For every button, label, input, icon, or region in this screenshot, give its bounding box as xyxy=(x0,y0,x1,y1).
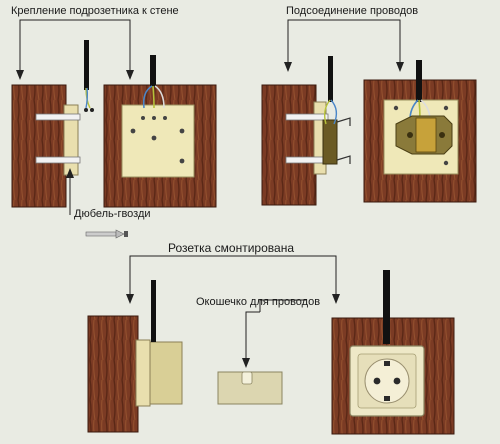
arrow-down-icon xyxy=(242,358,250,368)
cable xyxy=(383,270,390,344)
panel-wire-connection xyxy=(261,19,477,206)
socket-face xyxy=(364,358,410,404)
socket-hole xyxy=(393,377,401,385)
wall-section xyxy=(261,84,317,206)
dowel-nail xyxy=(35,156,81,164)
wire-yellow-green xyxy=(152,85,155,109)
box-profile xyxy=(135,339,151,407)
socket-cover-side xyxy=(149,341,183,405)
screw-hole xyxy=(393,105,399,111)
mechanism-side xyxy=(322,119,338,165)
arrow-up-icon xyxy=(66,168,74,178)
pointer-line xyxy=(259,299,306,312)
ground-contact xyxy=(384,396,390,401)
cable xyxy=(328,56,333,102)
screw-hole xyxy=(179,158,185,164)
dowel-nail xyxy=(285,156,329,164)
arrow-down-icon xyxy=(284,62,292,72)
dowel-nail xyxy=(35,113,81,121)
socket-hole xyxy=(373,377,381,385)
dowel-nail xyxy=(285,113,329,121)
cover-part xyxy=(217,371,283,405)
cable xyxy=(84,40,89,90)
screw-hole xyxy=(130,128,136,134)
wire-white xyxy=(154,85,165,109)
bracket-line xyxy=(19,19,131,78)
screw-hole xyxy=(151,135,157,141)
arrow-down-icon xyxy=(396,62,404,72)
screw-hole xyxy=(443,160,449,166)
pointer-line xyxy=(245,311,260,366)
arrow-down-icon xyxy=(126,294,134,304)
screw-hole xyxy=(179,128,185,134)
arrow-down-icon xyxy=(126,70,134,80)
wall-section xyxy=(11,84,67,208)
wire-blue xyxy=(85,87,89,109)
dowel-nail-drawing xyxy=(85,229,128,239)
screw-hole xyxy=(443,105,449,111)
label-dowel-nails: Дюбель-гвозди xyxy=(74,208,151,220)
arrow-down-icon xyxy=(332,294,340,304)
cable xyxy=(150,55,156,87)
bracket-line xyxy=(287,19,401,70)
socket-box-front xyxy=(121,104,195,178)
arrow-down-icon xyxy=(16,70,24,80)
label-socket-mounted: Розетка смонтирована xyxy=(168,241,294,255)
label-mount-to-wall: Крепление подрозетника к стене xyxy=(11,5,179,17)
wire-window xyxy=(241,371,253,385)
bracket-line xyxy=(129,255,337,302)
cable xyxy=(416,60,422,102)
panel-socket-mounted xyxy=(87,255,455,435)
panel-mount-to-wall xyxy=(11,19,217,239)
label-wire-connection: Подсоединение проводов xyxy=(286,5,419,17)
cable xyxy=(151,280,156,342)
ground-contact xyxy=(384,361,390,366)
label-wire-window: Окошечко для проводов xyxy=(196,296,321,308)
wall-section xyxy=(87,315,139,433)
wire-blue xyxy=(142,85,153,109)
